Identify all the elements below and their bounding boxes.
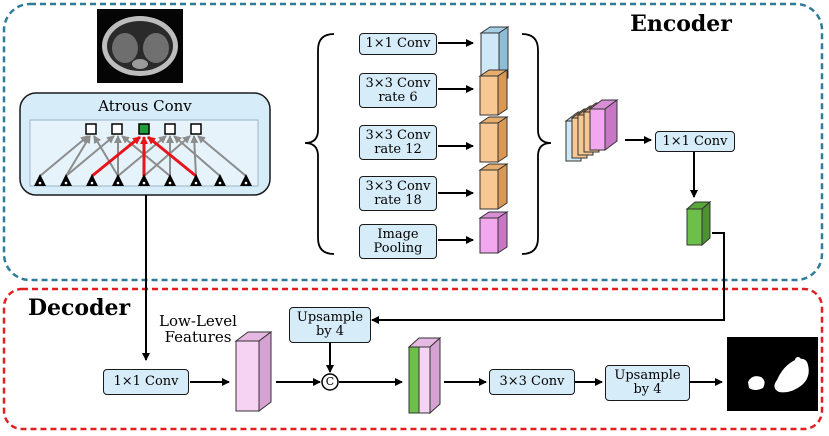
ct-scan-image [97, 9, 183, 83]
atrous-conv-label: Atrous Conv [98, 97, 192, 116]
aspp-branch-line2: Pooling [373, 240, 423, 256]
aspp-branch-rate12: 3×3 Conv rate 12 [359, 125, 437, 160]
left-brace [304, 33, 335, 255]
upsample-top-line2: by 4 [315, 324, 345, 339]
encoder-title: Encoder [630, 11, 732, 38]
feat-rate6 [478, 69, 509, 116]
right-brace [521, 33, 552, 255]
decoder-title: Decoder [27, 295, 131, 322]
encoder-region [2, 2, 824, 282]
decoder-region [2, 287, 824, 431]
concat-feature-map [407, 336, 442, 415]
upsample-final-line2: by 4 [633, 382, 662, 397]
aspp-branch-line1: 3×3 Conv [365, 75, 431, 91]
aspp-feature-maps [478, 26, 510, 254]
upsample-final: Upsample by 4 [605, 365, 690, 401]
upsample-final-line1: Upsample [614, 368, 681, 384]
concat-symbol: C [325, 375, 335, 389]
atrous-input-nodes [34, 174, 252, 186]
feat-rate12 [478, 116, 509, 163]
concat-stack [564, 99, 619, 162]
aspp-branch-1x1: 1×1 Conv [359, 33, 437, 55]
aspp-branch-line1: 3×3 Conv [365, 127, 431, 143]
upsample-top-line1: Upsample [296, 310, 364, 326]
aspp-branch-line1: 1×1 Conv [365, 36, 431, 52]
decoder-conv3x3: 3×3 Conv [489, 369, 575, 395]
post-concat-conv: 1×1 Conv [655, 131, 735, 152]
concat-node [321, 373, 339, 391]
low-level-line2: Features [164, 328, 232, 346]
aspp-branch-rate18: 3×3 Conv rate 18 [359, 176, 437, 211]
segmentation-output-image [727, 337, 818, 411]
feat-rate18 [478, 163, 509, 210]
aspp-branch-line2: rate 6 [378, 89, 418, 105]
aspp-branch-line2: rate 18 [374, 192, 422, 208]
low-level-conv: 1×1 Conv [103, 369, 189, 395]
atrous-gray-arrows [39, 135, 247, 177]
aspp-branch-line1: 3×3 Conv [365, 178, 431, 194]
atrous-output-nodes [85, 123, 202, 135]
low-level-features-label: Low-Level Features [148, 310, 248, 350]
feat-pooling [478, 211, 509, 254]
low-level-feature-map [234, 331, 273, 412]
encoder-output-feature [685, 200, 712, 247]
upsample-top: Upsample by 4 [289, 307, 371, 343]
aspp-branch-line2: rate 12 [374, 141, 422, 157]
aspp-branch-pooling: Image Pooling [359, 224, 437, 259]
aspp-branch-rate6: 3×3 Conv rate 6 [359, 73, 437, 108]
aspp-branch-line1: Image [377, 226, 419, 242]
low-level-line1: Low-Level [159, 312, 237, 331]
atrous-red-arrows [91, 135, 197, 178]
